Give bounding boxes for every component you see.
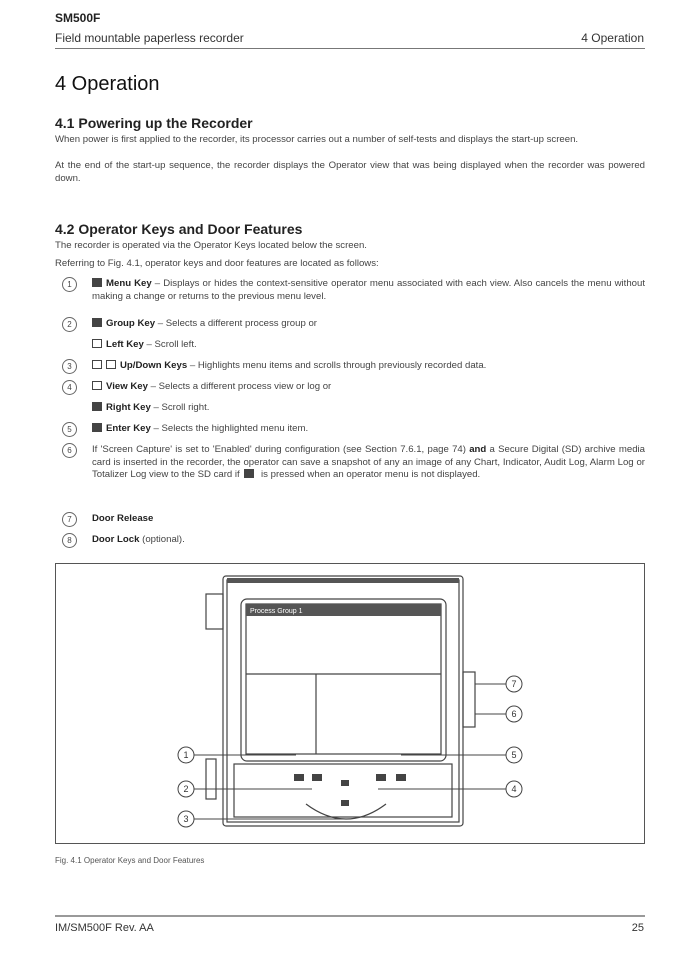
callout-number: 6 [62, 443, 77, 458]
item-text: – Scroll right. [150, 402, 210, 413]
door-latch [462, 671, 476, 728]
paragraph: Referring to Fig. 4.1, operator keys and… [55, 258, 379, 269]
screen [245, 603, 442, 755]
svg-text:5: 5 [511, 750, 516, 760]
item-emphasis: and [469, 444, 487, 455]
list-item-menu-key: 1 Menu Key – Displays or hides the contex… [62, 277, 645, 303]
list-item-right-key: Right Key – Scroll right. [62, 402, 645, 415]
item-label: Menu Key [106, 278, 152, 289]
item-text: (optional). [139, 534, 185, 545]
screen-title: Process Group 1 [250, 608, 303, 615]
item-label: Enter Key [106, 423, 151, 434]
callout-number: 5 [62, 422, 77, 437]
keypad-curve [305, 803, 387, 820]
down-key-icon [106, 360, 116, 369]
item-label: Left Key [106, 339, 144, 350]
section-4-2-heading: 4.2 Operator Keys and Door Features [55, 221, 303, 237]
group-key-icon [92, 318, 102, 327]
list-item-group-key: 2 Group Key – Selects a different process… [62, 317, 645, 332]
paragraph: When power is first applied to the recor… [55, 134, 579, 145]
paragraph: At the end of the start-up sequence, the… [55, 160, 645, 184]
list-item-left-key: Left Key – Scroll left. [62, 339, 645, 352]
recorder-illustration: Process Group 1 1 2 3 4 5 6 7 [177, 575, 523, 828]
list-item-view-key: 4 View Key – Selects a different process … [62, 380, 645, 395]
list-item-screen-capture: 6 If 'Screen Capture' is set to 'Enabled'… [62, 443, 645, 482]
callout-number: 7 [62, 512, 77, 527]
item-text: a Secure Digital (SD) archive media card… [92, 444, 645, 480]
list-item-door-lock: 8 Door Lock (optional). [62, 533, 645, 548]
item-text: – Selects the highlighted menu item. [150, 423, 309, 434]
svg-text:7: 7 [511, 679, 516, 689]
vent-grille [227, 578, 459, 583]
list-item-enter-key: 5 Enter Key – Selects the highlighted men… [62, 422, 645, 437]
list-item-door-release: 7 Door Release [62, 512, 645, 527]
svg-text:6: 6 [511, 709, 516, 719]
figure-caption: Fig. 4.1 Operator Keys and Door Features [55, 856, 205, 865]
item-text: – Selects a different process view or lo… [147, 381, 332, 392]
svg-text:1: 1 [183, 750, 188, 760]
side-hinge [205, 593, 224, 630]
list-item-up-down-keys: 3 Up/Down Keys – Highlights menu items an… [62, 359, 645, 374]
paragraph: The recorder is operated via the Operato… [55, 240, 367, 251]
item-label: Group Key [106, 318, 156, 329]
item-text: – Selects a different process group or [155, 318, 317, 329]
item-text: is pressed when an operator menu is not … [258, 469, 481, 480]
header-model: SM500F [55, 11, 101, 25]
item-text: If 'Screen Capture' is set to 'Enabled' … [92, 444, 470, 455]
header-section: 4 Operation [581, 31, 644, 45]
callout-number: 1 [62, 277, 77, 292]
item-label: View Key [106, 381, 148, 392]
svg-text:4: 4 [511, 784, 516, 794]
keypad-panel [233, 763, 453, 818]
view-key-icon [92, 381, 102, 390]
section-4-1-heading: 4.1 Powering up the Recorder [55, 115, 253, 131]
side-hinge [205, 758, 217, 800]
callout-number: 4 [62, 380, 77, 395]
callout-number: 2 [62, 317, 77, 332]
item-label: Up/Down Keys [120, 360, 188, 371]
svg-text:2: 2 [183, 784, 188, 794]
menu-key-icon [92, 278, 102, 287]
item-label: Door Lock [92, 534, 140, 545]
enter-key-icon [244, 469, 255, 478]
svg-text:3: 3 [183, 814, 188, 824]
callout-number: 8 [62, 533, 77, 548]
right-key-icon [92, 402, 102, 411]
callout-number: 3 [62, 359, 77, 374]
item-label: Right Key [106, 402, 151, 413]
figure-4-1: Process Group 1 1 2 3 4 5 6 7 [55, 563, 645, 844]
footer-divider [55, 915, 645, 917]
footer-doc-id: IM/SM500F Rev. AA [55, 922, 154, 934]
enter-key-icon [92, 423, 102, 432]
screen-title-bar [246, 604, 441, 616]
header-divider [55, 48, 645, 49]
left-key-icon [92, 339, 102, 348]
item-text: – Scroll left. [143, 339, 197, 350]
item-text: – Displays or hides the context-sensitiv… [92, 278, 645, 302]
header-subtitle: Field mountable paperless recorder [55, 31, 244, 45]
operator-keys [294, 774, 406, 806]
item-text: – Highlights menu items and scrolls thro… [187, 360, 487, 371]
up-key-icon [92, 360, 102, 369]
page-number: 25 [631, 922, 644, 934]
item-label: Door Release [92, 513, 154, 524]
screen-bezel [240, 598, 447, 762]
callout-leaders [194, 683, 506, 820]
page-title: 4 Operation [55, 73, 160, 95]
